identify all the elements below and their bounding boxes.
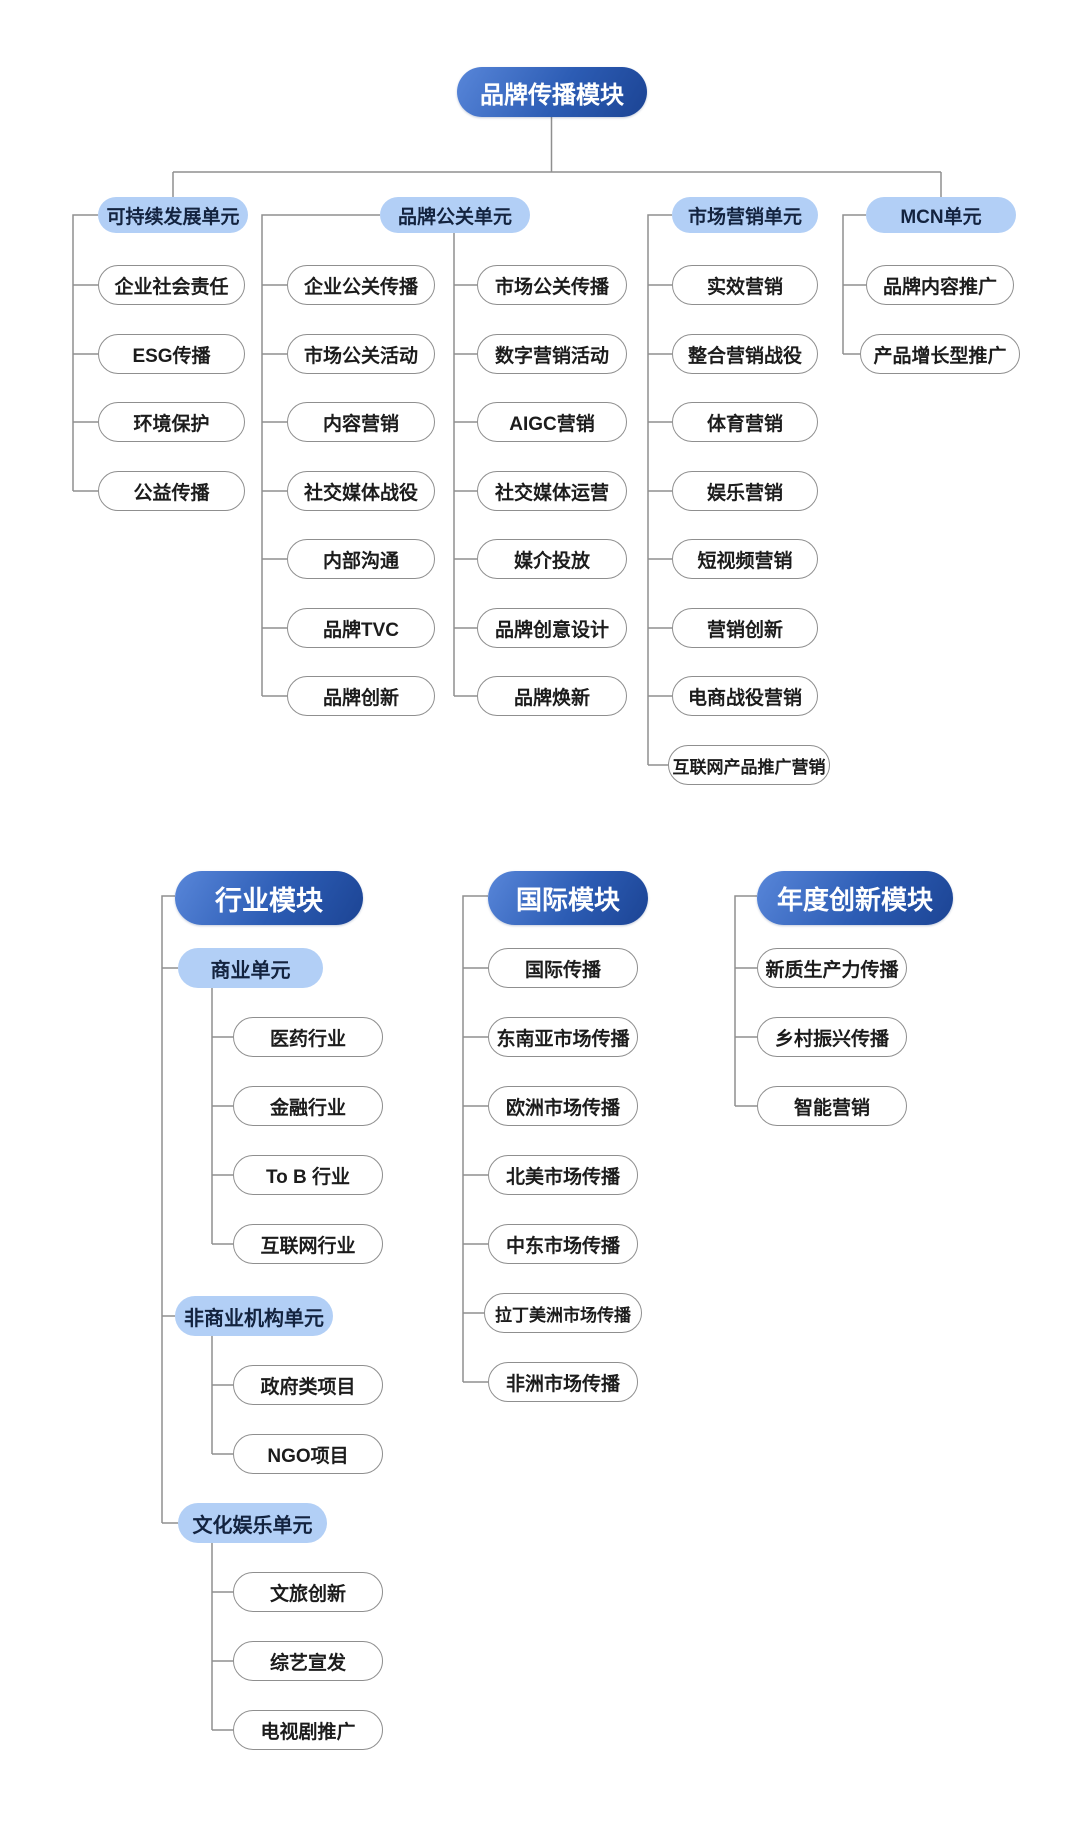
leaf-node: 北美市场传播 <box>488 1155 638 1195</box>
leaf-node: 数字营销活动 <box>477 334 627 374</box>
leaf-node: To B 行业 <box>233 1155 383 1195</box>
leaf-node: AIGC营销 <box>477 402 627 442</box>
leaf-node: 市场公关活动 <box>287 334 435 374</box>
leaf-node: 环境保护 <box>98 402 245 442</box>
leaf-node: 金融行业 <box>233 1086 383 1126</box>
node-commercial-unit: 商业单元 <box>178 948 323 988</box>
leaf-node: 内容营销 <box>287 402 435 442</box>
leaf-node: 产品增长型推广 <box>860 334 1020 374</box>
leaf-node: 电商战役营销 <box>672 676 818 716</box>
node-international-module: 国际模块 <box>488 871 648 925</box>
leaf-node: 短视频营销 <box>672 539 818 579</box>
connector-mcn-unit <box>842 214 866 355</box>
node-industry-module: 行业模块 <box>175 871 363 925</box>
leaf-node: 互联网行业 <box>233 1224 383 1264</box>
connector-root-spine <box>172 117 942 197</box>
leaf-node: 媒介投放 <box>477 539 627 579</box>
connector-brand-pr-right <box>453 233 477 697</box>
leaf-node: 互联网产品推广营销 <box>668 745 830 785</box>
leaf-node: 娱乐营销 <box>672 471 818 511</box>
leaf-node: 整合营销战役 <box>672 334 818 374</box>
node-non-commercial-unit: 非商业机构单元 <box>175 1296 333 1336</box>
leaf-node: 品牌内容推广 <box>866 265 1014 305</box>
leaf-node: 乡村振兴传播 <box>757 1017 907 1057</box>
leaf-node: 国际传播 <box>488 948 638 988</box>
leaf-node: 品牌创意设计 <box>477 608 627 648</box>
connector-brand-pr-left <box>261 214 380 697</box>
leaf-node: 内部沟通 <box>287 539 435 579</box>
leaf-node: 社交媒体运营 <box>477 471 627 511</box>
leaf-node: 体育营销 <box>672 402 818 442</box>
connector-international-tree <box>462 895 488 1383</box>
node-brand-communication-module: 品牌传播模块 <box>457 67 647 117</box>
leaf-node: 文旅创新 <box>233 1572 383 1612</box>
leaf-node: 欧洲市场传播 <box>488 1086 638 1126</box>
node-annual-innovation-module: 年度创新模块 <box>757 871 953 925</box>
leaf-node: 公益传播 <box>98 471 245 511</box>
leaf-node: 中东市场传播 <box>488 1224 638 1264</box>
node-mcn-unit: MCN单元 <box>866 197 1016 233</box>
connector-innovation-tree <box>734 895 757 1107</box>
leaf-node: 实效营销 <box>672 265 818 305</box>
leaf-node: 企业公关传播 <box>287 265 435 305</box>
connector-marketing-unit <box>647 214 672 766</box>
connector-sustainable-unit <box>72 214 98 492</box>
node-marketing-unit: 市场营销单元 <box>672 197 818 233</box>
leaf-node: 企业社会责任 <box>98 265 245 305</box>
leaf-node: 品牌创新 <box>287 676 435 716</box>
node-brand-pr-unit: 品牌公关单元 <box>380 197 530 233</box>
leaf-node: 品牌TVC <box>287 608 435 648</box>
leaf-node: 拉丁美洲市场传播 <box>484 1293 642 1333</box>
leaf-node: 营销创新 <box>672 608 818 648</box>
connector-industry-tree <box>161 895 233 1731</box>
node-culture-entertainment-unit: 文化娱乐单元 <box>178 1503 327 1543</box>
node-sustainable-development-unit: 可持续发展单元 <box>98 197 248 233</box>
leaf-node: 综艺宣发 <box>233 1641 383 1681</box>
leaf-node: 智能营销 <box>757 1086 907 1126</box>
leaf-node: 医药行业 <box>233 1017 383 1057</box>
leaf-node: 市场公关传播 <box>477 265 627 305</box>
leaf-node: 非洲市场传播 <box>488 1362 638 1402</box>
leaf-node: 品牌焕新 <box>477 676 627 716</box>
leaf-node: 政府类项目 <box>233 1365 383 1405</box>
leaf-node: 电视剧推广 <box>233 1710 383 1750</box>
leaf-node: NGO项目 <box>233 1434 383 1474</box>
leaf-node: 新质生产力传播 <box>757 948 907 988</box>
leaf-node: 社交媒体战役 <box>287 471 435 511</box>
leaf-node: 东南亚市场传播 <box>488 1017 638 1057</box>
leaf-node: ESG传播 <box>98 334 245 374</box>
